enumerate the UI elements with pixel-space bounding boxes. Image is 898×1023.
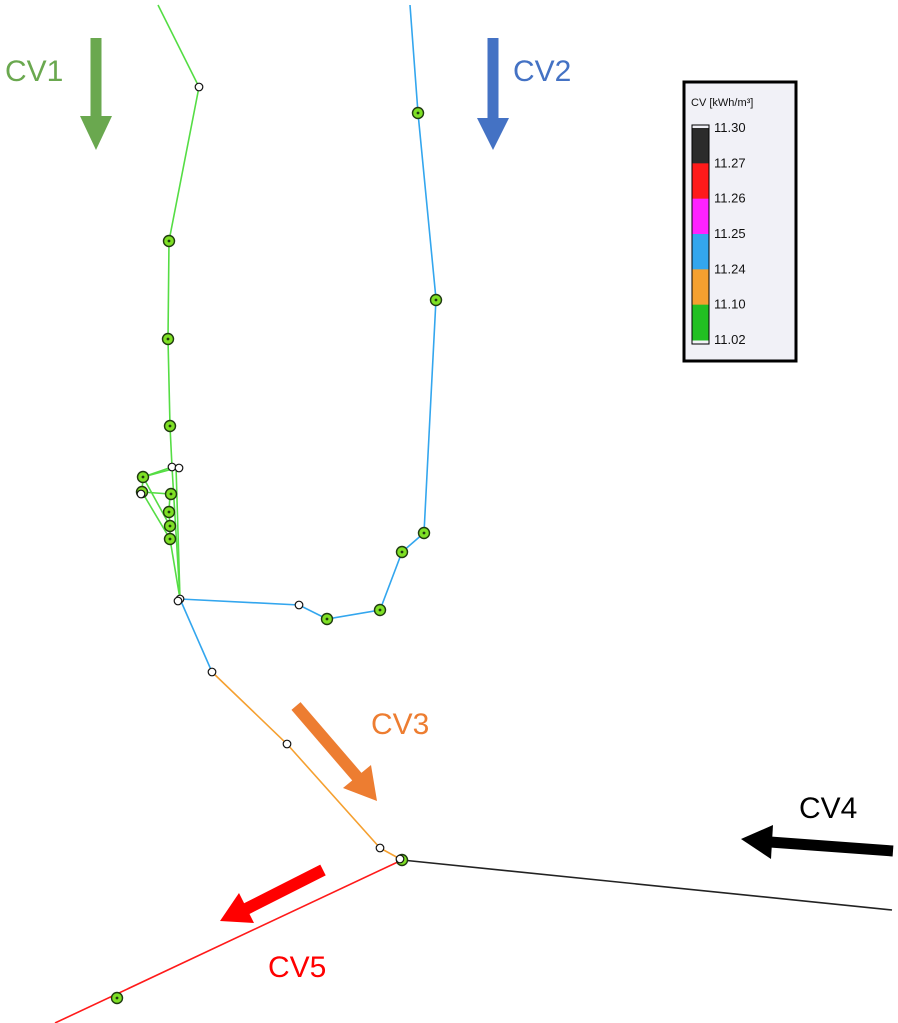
measurement-node-center bbox=[325, 617, 329, 621]
measurement-node-center bbox=[167, 239, 171, 243]
legend-color-bar bbox=[692, 128, 709, 341]
cv3-pipe bbox=[211, 671, 403, 861]
measurement-node-center bbox=[416, 111, 420, 115]
measurement-node-center bbox=[378, 608, 382, 612]
measurement-node-center bbox=[141, 475, 145, 479]
cv2-arrowhead-icon bbox=[477, 118, 509, 150]
junction-node bbox=[167, 462, 177, 472]
cv5-label: CV5 bbox=[268, 951, 326, 984]
cv4-flow-arrow bbox=[741, 825, 894, 859]
cv5-flow-arrow bbox=[220, 864, 326, 923]
cv2-label: CV2 bbox=[513, 55, 571, 88]
cv1-spur-pipe-4 bbox=[175, 465, 181, 600]
cv4-arrow-shaft bbox=[769, 836, 894, 857]
cv3-arrowhead-icon bbox=[343, 765, 377, 801]
junction-node bbox=[136, 489, 146, 499]
measurement-node-center bbox=[422, 531, 426, 535]
cv1-label: CV1 bbox=[5, 55, 63, 88]
cv5-arrow-shaft bbox=[243, 864, 326, 915]
legend-bar-outline bbox=[691, 124, 710, 345]
cv4-pipe bbox=[401, 859, 893, 911]
measurement-node-center bbox=[434, 298, 438, 302]
measurement-node-center bbox=[168, 424, 172, 428]
legend-title: CV [kWh/m³] bbox=[691, 97, 753, 109]
cv1-flow-arrow bbox=[80, 38, 112, 150]
junction-node bbox=[395, 854, 405, 864]
measurement-node-center bbox=[115, 996, 119, 1000]
junction-node bbox=[375, 843, 385, 853]
cv-legend: CV [kWh/m³] 11.3011.2711.2611.2511.2411.… bbox=[682, 80, 798, 363]
measurement-node-center bbox=[168, 524, 172, 528]
legend-band bbox=[692, 198, 709, 235]
node-layer bbox=[110, 82, 443, 1005]
legend-tick-label: 11.25 bbox=[714, 226, 746, 241]
cv1-spur-pipe-3 bbox=[141, 491, 171, 540]
legend-tick-label: 11.10 bbox=[714, 297, 746, 312]
cv2-flow-arrow bbox=[477, 38, 509, 150]
legend-tick-labels: 11.30 11.27 11.26 11.25 11.24 11.10 11.02 bbox=[714, 120, 746, 347]
junction-node bbox=[173, 596, 183, 606]
measurement-node-center bbox=[168, 537, 172, 541]
measurement-node-center bbox=[167, 510, 171, 514]
cv5-arrowhead-icon bbox=[220, 893, 254, 923]
legend-band bbox=[692, 128, 709, 164]
junction-node bbox=[282, 739, 292, 749]
measurement-node-center bbox=[169, 492, 173, 496]
cv5-pipe bbox=[54, 859, 403, 1023]
junction-node bbox=[207, 667, 217, 677]
junction-node bbox=[294, 600, 304, 610]
legend-tick-label: 11.27 bbox=[714, 155, 746, 170]
cv1-arrowhead-icon bbox=[80, 116, 112, 150]
measurement-node-center bbox=[166, 337, 170, 341]
legend-band bbox=[692, 234, 709, 270]
legend-tick-label: 11.24 bbox=[714, 261, 746, 276]
cv4-arrowhead-icon bbox=[741, 825, 773, 859]
legend-band bbox=[692, 304, 709, 341]
legend-tick-label: 11.26 bbox=[714, 191, 746, 206]
legend-tick-label: 11.30 bbox=[714, 120, 746, 135]
measurement-node-center bbox=[400, 550, 404, 554]
legend-band bbox=[692, 269, 709, 306]
cv3-flow-arrow bbox=[291, 702, 377, 801]
cv4-label: CV4 bbox=[799, 792, 857, 825]
legend-tick-label: 11.02 bbox=[714, 332, 746, 347]
cv2-pipe bbox=[179, 4, 437, 620]
cv2-downstream-pipe bbox=[179, 598, 213, 673]
cv3-arrow-shaft bbox=[291, 702, 363, 782]
cv3-label: CV3 bbox=[371, 708, 429, 741]
junction-node bbox=[174, 463, 184, 473]
legend-band bbox=[692, 163, 709, 200]
junction-node bbox=[194, 82, 204, 92]
